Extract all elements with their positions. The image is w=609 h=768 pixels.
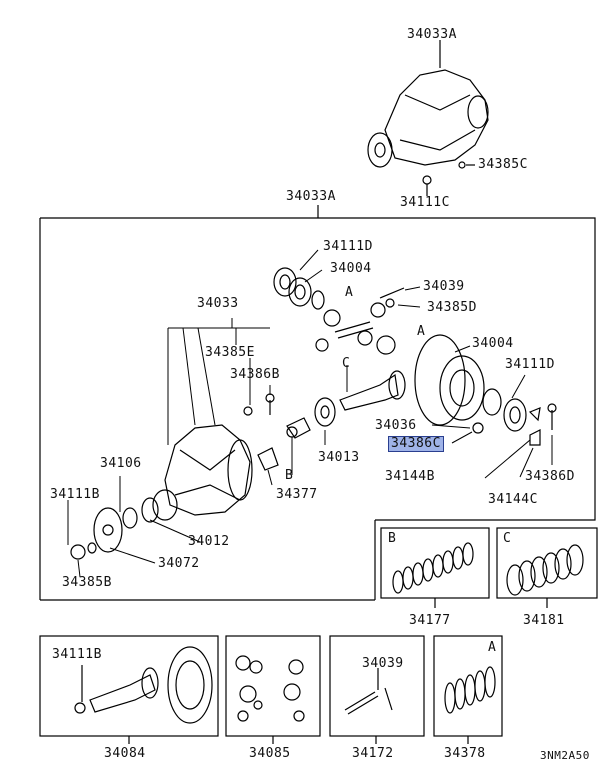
part-label-nut-b[interactable]: 34111B [50,487,100,502]
shim-stack-c [506,544,584,596]
center-parts-drawing [243,267,557,471]
kit-letter-b: B [388,531,397,546]
part-label-shim-kit-c[interactable]: 34181 [523,613,565,628]
part-label-bolt-b-bottom[interactable]: 34385B [62,575,112,590]
part-label-diff-bearing[interactable]: 34004 [472,336,514,351]
part-label-shim-kit-b[interactable]: 34177 [409,613,451,628]
carrier-housing-drawing [70,424,253,560]
diff-gears-drawing [235,655,305,722]
pin-set-drawing [344,668,393,715]
kit-box-pin-set [329,635,425,737]
kit-box-diff-gears [225,635,321,737]
kit-box-b [380,527,490,599]
part-label-diff-gears[interactable]: 34085 [249,746,291,761]
shim-stack-b [392,542,474,594]
kit-letter-c: C [503,531,512,546]
part-label-bolt-c-selected[interactable]: 34386C [388,436,444,452]
part-label-bolt-d-right[interactable]: 34386D [525,469,575,484]
part-label-nut-top[interactable]: 34111C [400,195,450,210]
part-label-nut-d-top[interactable]: 34111D [323,239,373,254]
part-label-flange[interactable]: 34072 [158,556,200,571]
part-label-washer[interactable]: 34036 [375,418,417,433]
part-label-gear-set[interactable]: 34084 [104,746,146,761]
part-label-bolt-e[interactable]: 34385E [205,345,255,360]
callout-c: C [342,356,351,371]
top-housing-drawing [367,40,489,196]
part-label-seal[interactable]: 34012 [188,534,230,549]
callout-a-1: A [345,285,354,300]
part-label-carrier[interactable]: 34033 [197,296,239,311]
figure-code: 3NM2A50 [540,749,590,762]
kit-letter-a: A [488,640,497,655]
part-label-side-bearing[interactable]: 34013 [318,450,360,465]
part-label-pin-set-top[interactable]: 34039 [362,656,404,671]
callout-a-2: A [417,324,426,339]
part-label-nut-d-right[interactable]: 34111D [505,357,555,372]
part-label-bolt-d[interactable]: 34385D [427,300,477,315]
part-label-spacer[interactable]: 34377 [276,487,318,502]
callout-b: B [285,468,294,483]
part-label-shim-kit-a[interactable]: 34378 [444,746,486,761]
leader-lines [67,249,553,578]
part-label-plate-c[interactable]: 34144C [488,492,538,507]
part-label-cover[interactable]: 34106 [100,456,142,471]
part-label-bearing-top[interactable]: 34004 [330,261,372,276]
part-label-bolt-top[interactable]: 34385C [478,157,528,172]
part-label-gear-set-nut[interactable]: 34111B [52,647,102,662]
part-label-housing-assembly-main[interactable]: 34033A [286,189,336,204]
kit-box-c [496,527,598,599]
part-label-housing-assembly-top[interactable]: 34033A [407,27,457,42]
part-label-pin-set[interactable]: 34172 [352,746,394,761]
shim-stack-a [444,666,496,714]
part-label-plate-b[interactable]: 34144B [385,469,435,484]
gear-set-drawing [74,646,213,724]
part-label-bolt-b[interactable]: 34386B [230,367,280,382]
part-label-pin[interactable]: 34039 [423,279,465,294]
